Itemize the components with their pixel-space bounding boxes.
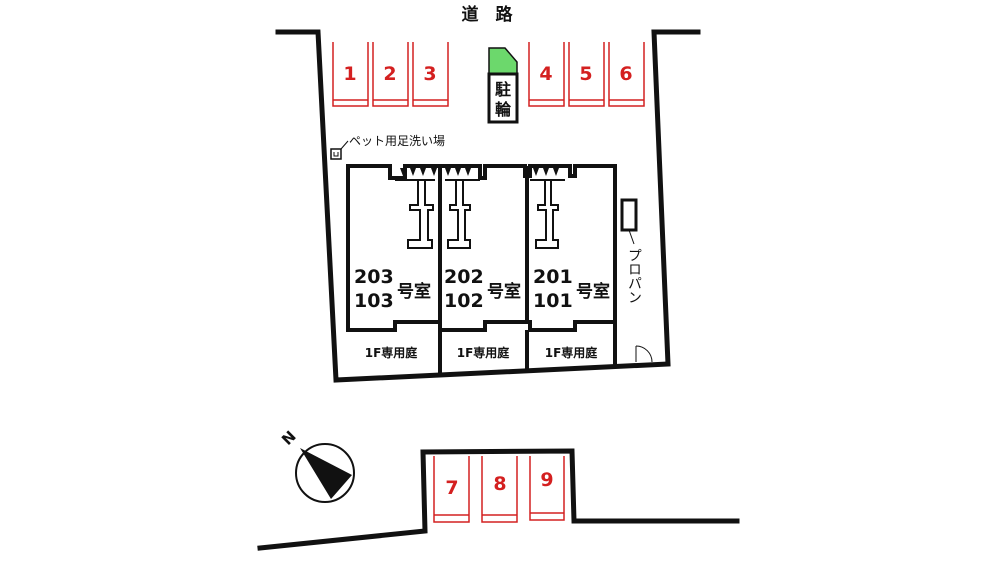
parking-space-6: 6 — [619, 63, 632, 85]
building-outline — [346, 164, 617, 332]
garden-label-1: 1F専用庭 — [365, 345, 418, 360]
unit-102-label: 102 — [444, 290, 484, 312]
propane-leader — [628, 229, 635, 245]
propane-tank — [620, 198, 638, 232]
garden-label-3: 1F専用庭 — [545, 345, 598, 360]
unit-103-label: 103 — [354, 290, 394, 312]
garden-label-2: 1F専用庭 — [457, 345, 510, 360]
parking-top-right — [528, 42, 645, 107]
unit-suffix-3: 号室 — [576, 281, 610, 302]
parking-space-4: 4 — [539, 63, 552, 85]
parking-top-left — [332, 42, 449, 107]
parking-space-1: 1 — [343, 63, 356, 85]
unit-suffix-2: 号室 — [487, 281, 521, 302]
pet-wash-station — [330, 140, 349, 160]
bicycle-parking — [487, 47, 519, 124]
unit-202-label: 202 — [444, 266, 484, 288]
pet-wash-label: ペット用足洗い場 — [349, 134, 445, 148]
unit-101-label: 101 — [533, 290, 573, 312]
bicycle-parking-label-2: 輪 — [495, 100, 512, 119]
road-label: 道 路 — [462, 4, 514, 25]
bottom-parking-lot — [257, 448, 740, 551]
entrance-arrows — [400, 168, 559, 176]
entrances — [395, 179, 565, 249]
parking-space-9: 9 — [540, 469, 553, 491]
parking-space-3: 3 — [423, 63, 436, 85]
parking-space-2: 2 — [383, 63, 396, 85]
unit-suffix-1: 号室 — [397, 281, 431, 302]
unit-201-label: 201 — [533, 266, 573, 288]
garden-dividers — [438, 322, 617, 375]
propane-label: プロパン — [626, 248, 642, 304]
parking-bottom — [433, 456, 565, 523]
gate-door — [635, 345, 653, 363]
parking-space-5: 5 — [579, 63, 592, 85]
unit-203-label: 203 — [354, 266, 394, 288]
bicycle-parking-label-1: 駐 — [495, 80, 511, 99]
parking-space-8: 8 — [493, 473, 506, 495]
parking-space-7: 7 — [445, 477, 458, 499]
compass-icon — [295, 443, 355, 503]
site-boundary — [275, 29, 701, 383]
compass-north-label: N — [278, 427, 300, 449]
